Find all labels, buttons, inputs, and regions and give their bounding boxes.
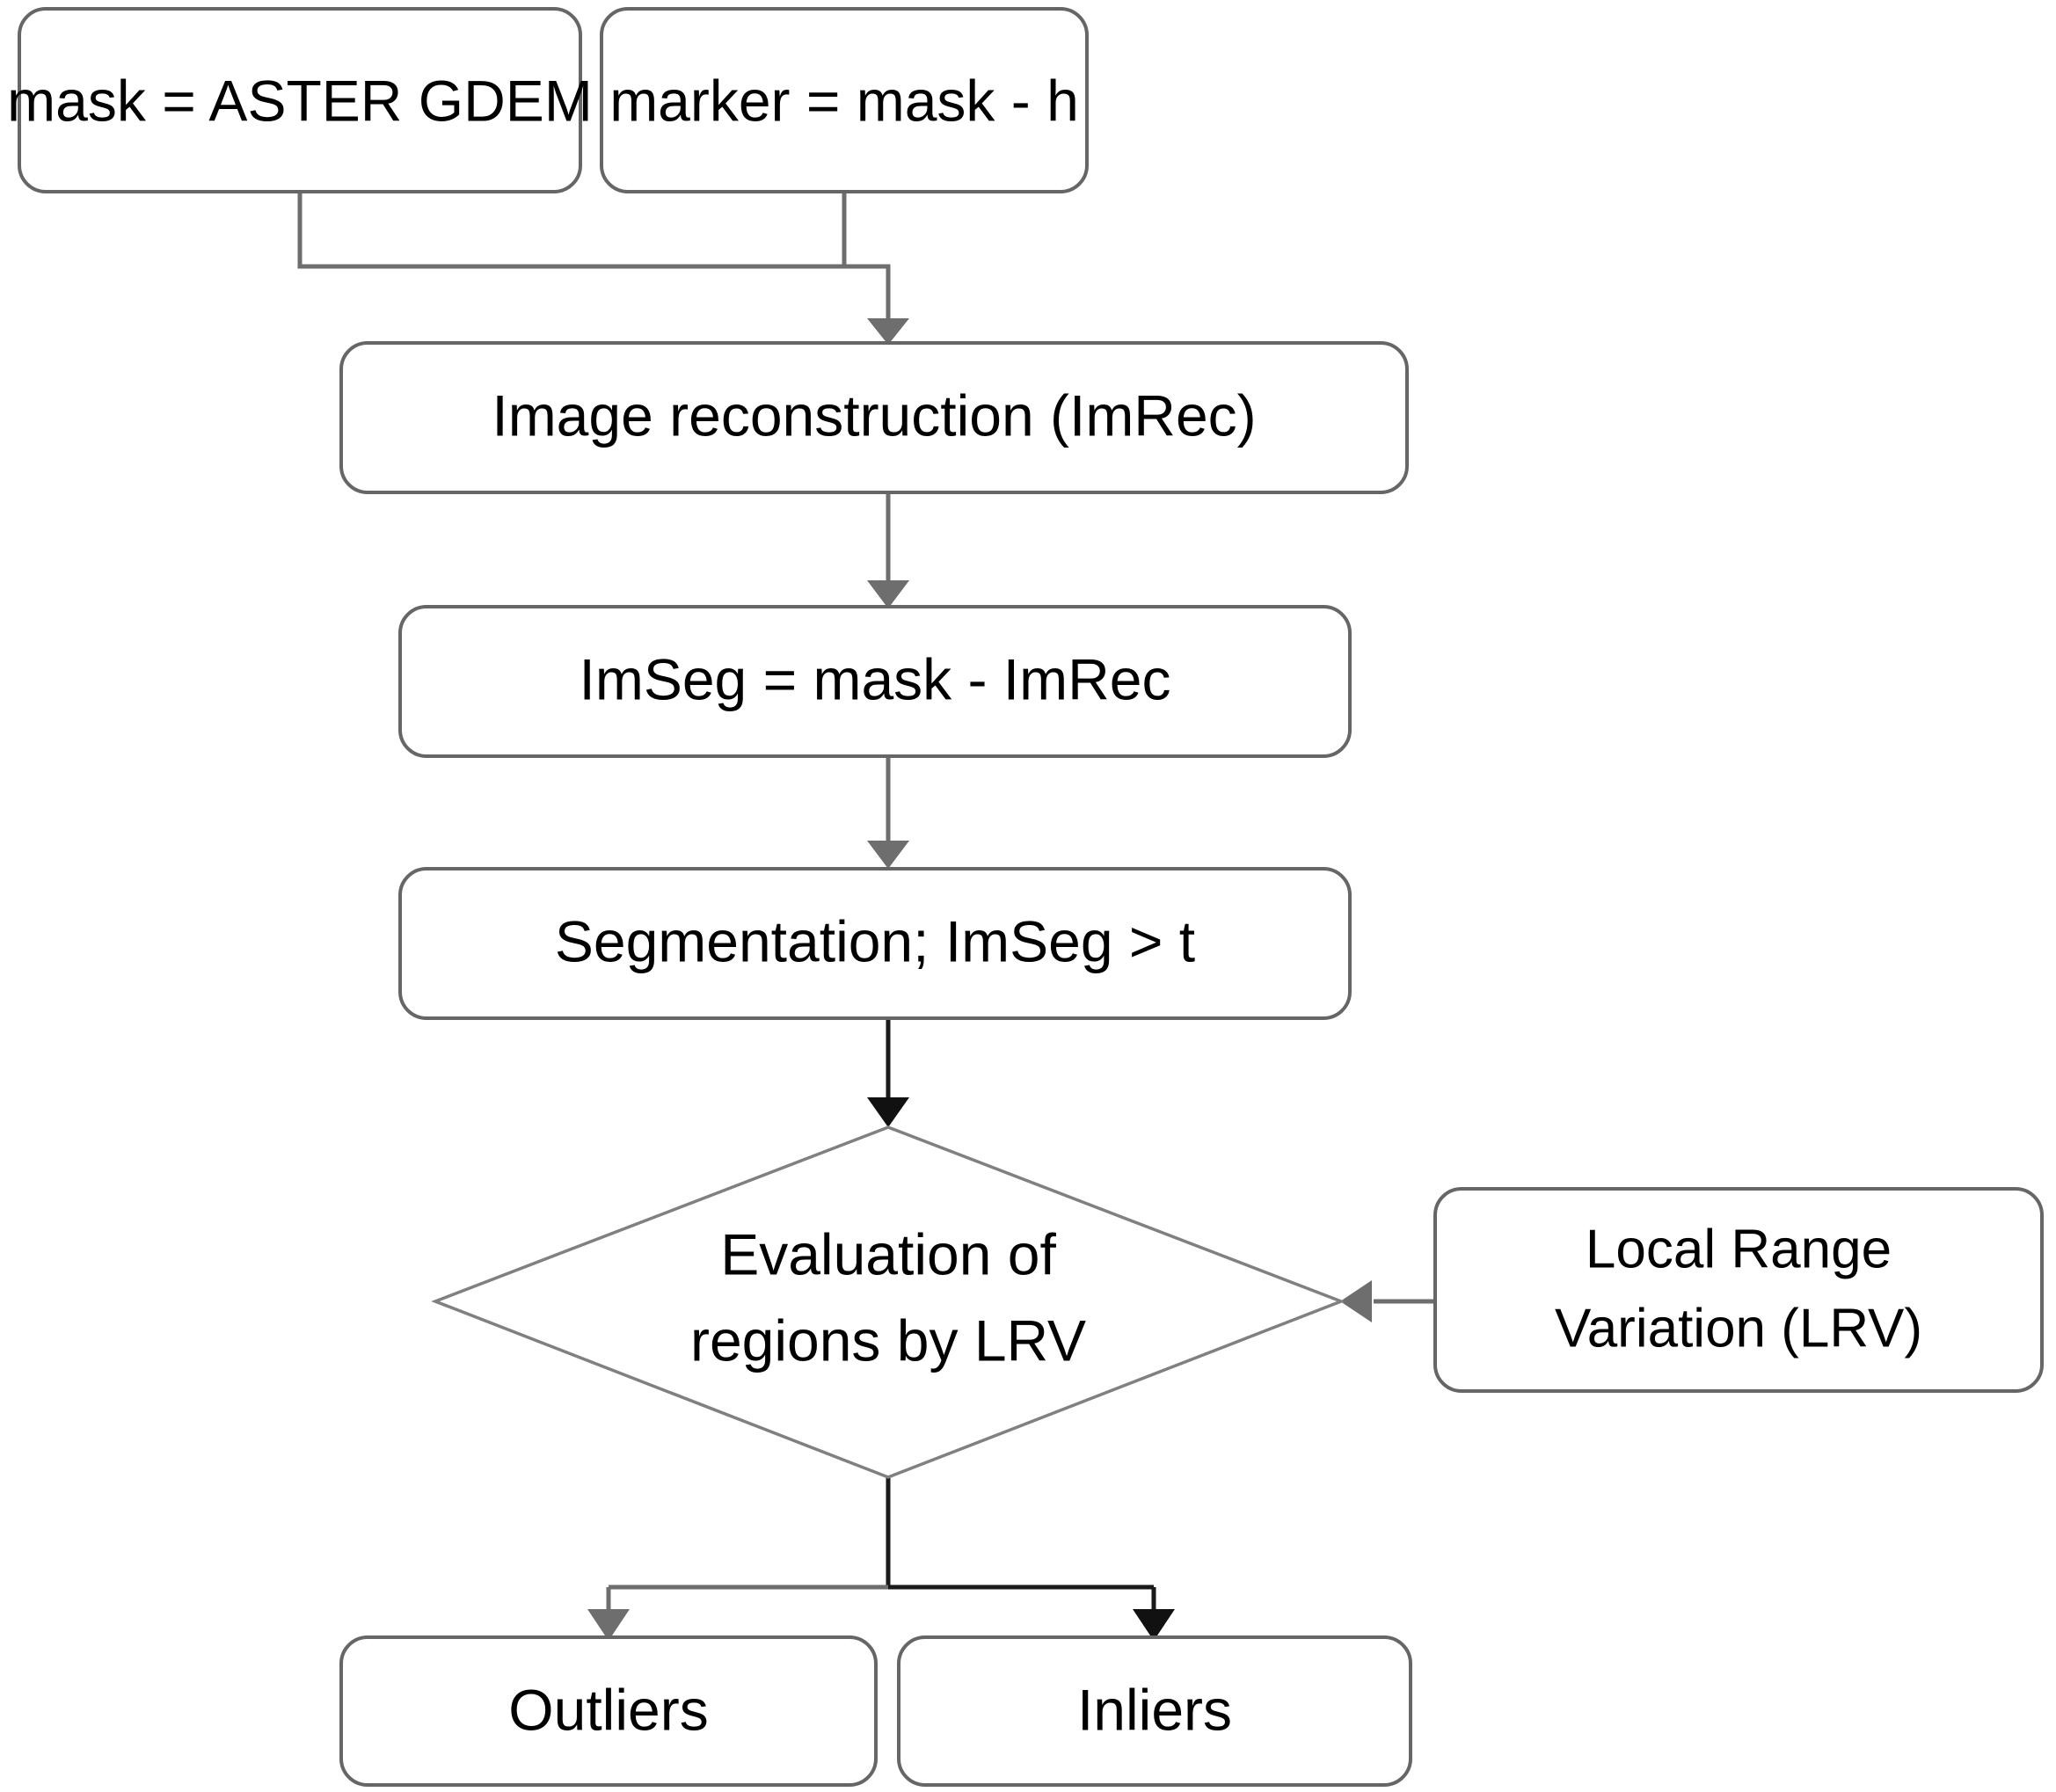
node-mask-label: mask = ASTER GDEM xyxy=(7,68,593,133)
node-image-reconstruction-label: Image reconstruction (ImRec) xyxy=(492,382,1256,448)
edge-imseg-to-segmentation xyxy=(867,756,909,869)
edge-decision-to-outliers xyxy=(587,1587,630,1641)
node-outliers-label: Outliers xyxy=(508,1677,708,1742)
node-segmentation-label: Segmentation; ImSeg > t xyxy=(555,908,1195,973)
edge-imrec-to-imseg xyxy=(867,491,909,608)
arrowhead-into-imrec xyxy=(867,318,909,345)
edge-segmentation-to-decision xyxy=(867,1016,909,1127)
node-imseg-label: ImSeg = mask - ImRec xyxy=(580,646,1171,711)
node-mask[interactable]: mask = ASTER GDEM xyxy=(7,7,593,193)
node-marker-label: marker = mask - h xyxy=(609,68,1079,133)
node-decision-label-line2: regions by LRV xyxy=(690,1308,1086,1373)
edge-mask-to-imrec xyxy=(297,192,891,321)
node-lrv[interactable]: Local Range Variation (LRV) xyxy=(1433,1187,2044,1393)
node-decision-evaluation[interactable]: Evaluation of regions by LRV xyxy=(431,1125,1345,1479)
node-lrv-label-line2: Variation (LRV) xyxy=(1555,1298,1922,1359)
node-inliers-label: Inliers xyxy=(1077,1677,1232,1742)
edge-lrv-to-decision xyxy=(1340,1280,1435,1322)
node-image-reconstruction[interactable]: Image reconstruction (ImRec) xyxy=(339,341,1409,494)
node-lrv-label-line1: Local Range xyxy=(1586,1219,1892,1279)
node-imseg[interactable]: ImSeg = mask - ImRec xyxy=(398,605,1352,758)
node-inliers[interactable]: Inliers xyxy=(897,1635,1412,1787)
node-marker[interactable]: marker = mask - h xyxy=(600,7,1089,193)
node-decision-label-line1: Evaluation of xyxy=(720,1221,1056,1286)
edge-decision-split-bus xyxy=(609,1477,1154,1590)
node-segmentation[interactable]: Segmentation; ImSeg > t xyxy=(398,867,1352,1020)
node-outliers[interactable]: Outliers xyxy=(339,1635,878,1787)
edge-decision-to-inliers xyxy=(1133,1587,1175,1641)
